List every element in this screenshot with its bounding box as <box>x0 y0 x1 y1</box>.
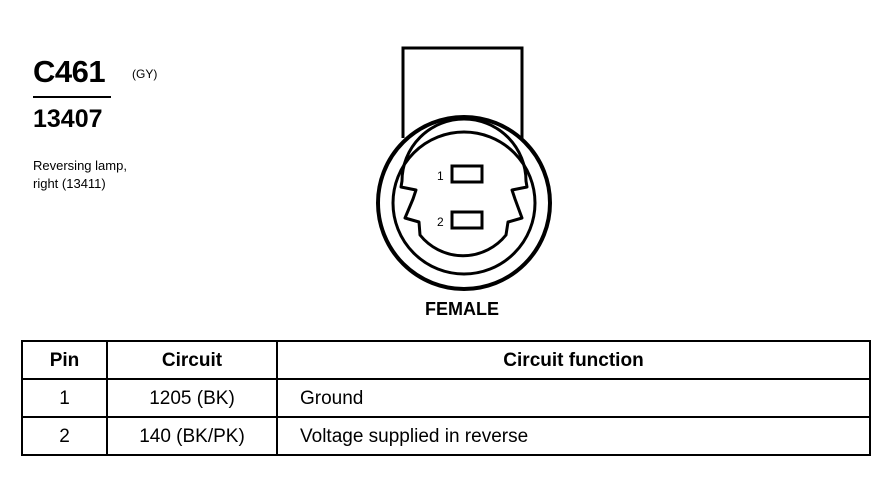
part-number: 13407 <box>33 105 103 133</box>
circuit-cell: 1205 (BK) <box>106 378 278 418</box>
component-description: Reversing lamp, right (13411) <box>33 157 203 193</box>
pin-cell: 1 <box>21 378 108 418</box>
table-header-row: Pin Circuit Circuit function <box>21 340 871 380</box>
connector-housing <box>401 46 524 138</box>
table-row: 2 140 (BK/PK) Voltage supplied in revers… <box>21 416 871 456</box>
circuit-function-cell: Voltage supplied in reverse <box>276 416 871 456</box>
connector-shell-outer <box>376 115 552 291</box>
color-code: (GY) <box>132 67 158 81</box>
description-line-1: Reversing lamp, <box>33 158 127 173</box>
header-circuit-function: Circuit function <box>276 340 871 380</box>
connector-shell-inner <box>391 130 537 276</box>
gender-label: FEMALE <box>425 299 499 319</box>
pin-1-terminal <box>450 164 484 184</box>
pin-cavity-outline <box>399 117 529 258</box>
pin-2-terminal <box>450 210 484 230</box>
connector-face-diagram: 1 2 <box>376 46 552 291</box>
pin-2-label: 2 <box>437 215 444 229</box>
table-row: 1 1205 (BK) Ground <box>21 378 871 418</box>
circuit-function-cell: Ground <box>276 378 871 418</box>
title-rule <box>33 96 111 98</box>
connector-id: C461 <box>33 54 106 89</box>
pin-1-label: 1 <box>437 169 444 183</box>
pin-cell: 2 <box>21 416 108 456</box>
pin-table: Pin Circuit Circuit function 1 1205 (BK)… <box>21 340 871 456</box>
header-pin: Pin <box>21 340 108 380</box>
header-circuit: Circuit <box>106 340 278 380</box>
description-line-2: right (13411) <box>33 176 106 191</box>
circuit-cell: 140 (BK/PK) <box>106 416 278 456</box>
